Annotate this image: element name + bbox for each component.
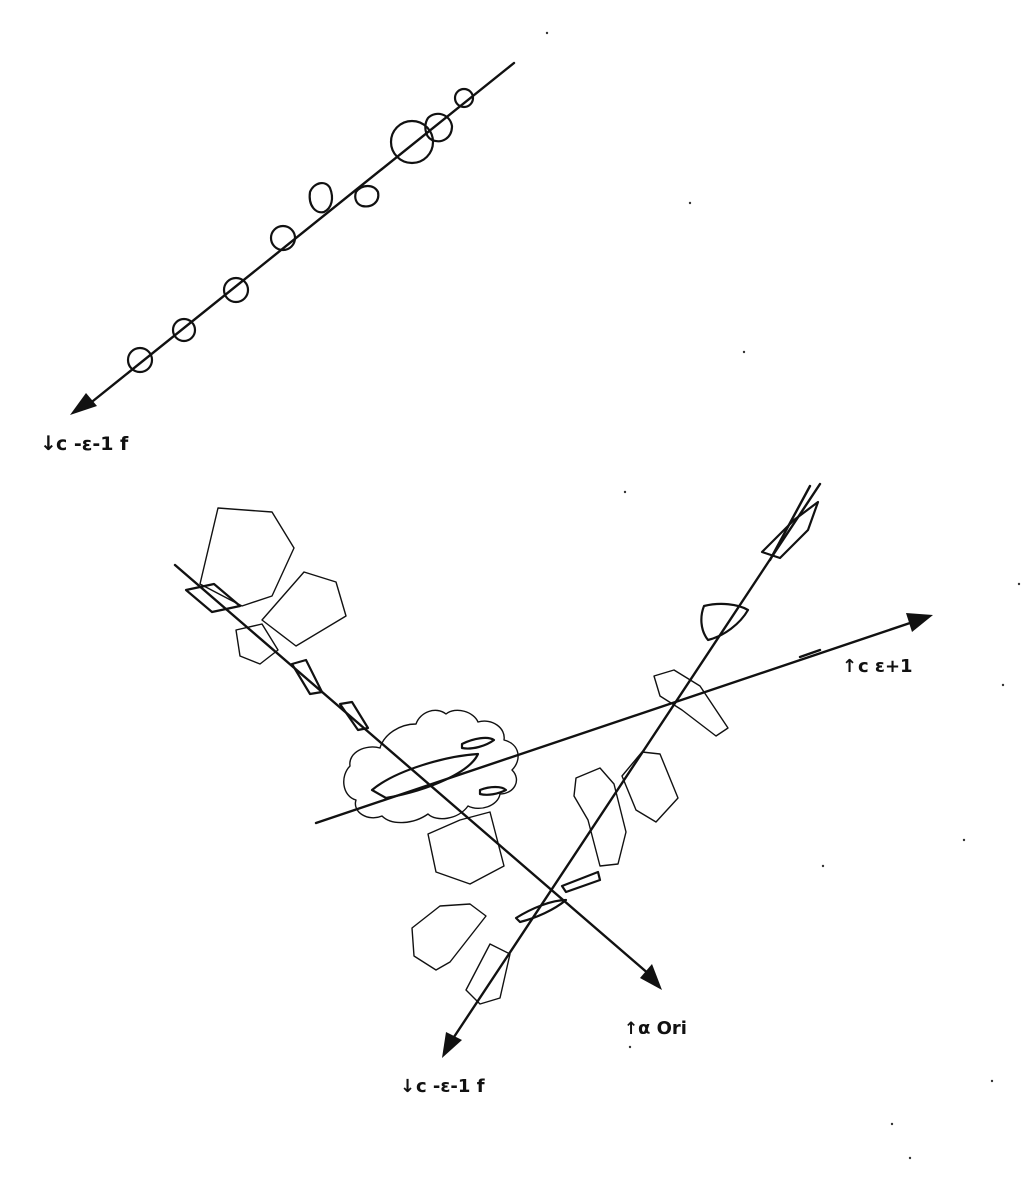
scan-speck xyxy=(688,201,692,205)
crystal-fragment xyxy=(411,903,487,971)
alpha-ori-axis-arrowhead xyxy=(640,964,662,990)
central-lens xyxy=(370,752,480,800)
crystal-fragment xyxy=(573,767,627,867)
crystal-fragment xyxy=(465,943,511,1005)
top-blob xyxy=(354,184,380,208)
top-blob xyxy=(269,224,297,252)
scan-speck xyxy=(990,1079,994,1083)
elongated-fragment xyxy=(560,870,602,894)
top-blob xyxy=(171,317,197,343)
top-blob-large xyxy=(389,119,435,165)
top-blob xyxy=(308,182,334,214)
crystal-fragment xyxy=(427,811,505,885)
alpha-ori-axis-line xyxy=(173,563,652,977)
down-arrow-icon: ↓ xyxy=(400,1076,415,1097)
bottom-axis-line xyxy=(450,482,822,1042)
top-panel: ↓ c -ε-1 f xyxy=(40,61,516,455)
scan-specks xyxy=(545,31,1021,1160)
top-axis-label-text: c -ε-1 f xyxy=(56,433,129,455)
top-axis-line xyxy=(86,61,516,407)
scan-speck xyxy=(545,31,549,35)
central-lens-small xyxy=(460,736,496,750)
down-arrow-icon: ↓ xyxy=(40,431,57,455)
up-arrow-icon: ↑ xyxy=(842,656,857,677)
top-axis-label: ↓ c -ε-1 f xyxy=(40,431,129,455)
scan-speck xyxy=(908,1156,912,1160)
scan-speck xyxy=(890,1122,894,1126)
scan-speck xyxy=(742,350,746,354)
central-lens-small xyxy=(478,785,508,796)
bottom-axis-label-text: c -ε-1 f xyxy=(416,1076,485,1097)
elongated-fragment xyxy=(338,700,370,732)
bottom-axis-arrowhead xyxy=(442,1032,462,1058)
scan-speck xyxy=(628,1045,632,1049)
crystal-fragment xyxy=(653,669,729,737)
scan-speck xyxy=(962,838,966,842)
right-axis-label-text: c ε+1 xyxy=(858,656,913,677)
top-blob xyxy=(222,276,250,304)
bottom-axis-label: ↓ c -ε-1 f xyxy=(400,1076,485,1097)
up-arrow-icon: ↑ xyxy=(624,1019,638,1039)
elongated-fragment xyxy=(700,602,750,642)
elongated-fragment xyxy=(290,658,324,696)
scan-speck xyxy=(821,864,825,868)
right-axis-label: ↑ c ε+1 xyxy=(842,656,913,677)
right-axis-line xyxy=(314,621,912,825)
top-blob xyxy=(126,346,154,374)
bottom-panel: ↑ c ε+1 ↑ α Ori ↓ c -ε-1 f xyxy=(173,482,933,1097)
scan-speck xyxy=(623,490,627,494)
elongated-fragment xyxy=(760,500,820,560)
elongated-fragment xyxy=(514,898,568,924)
elongated-fragment xyxy=(184,582,242,614)
crystal-fragment xyxy=(235,623,279,665)
crystal-fragment xyxy=(199,507,295,607)
right-axis-arrowhead xyxy=(906,613,933,632)
alpha-ori-label: ↑ α Ori xyxy=(624,1018,687,1039)
top-axis-arrowhead xyxy=(70,393,97,415)
scan-speck xyxy=(1017,582,1021,586)
crystal-fragment xyxy=(621,751,679,823)
alpha-ori-label-text: α Ori xyxy=(638,1018,687,1039)
scan-speck xyxy=(1001,683,1005,687)
central-cloud xyxy=(343,709,519,824)
top-blob xyxy=(453,87,475,109)
crystal-fragment xyxy=(261,571,347,647)
right-axis-tick xyxy=(798,648,822,659)
top-blob xyxy=(424,112,454,143)
